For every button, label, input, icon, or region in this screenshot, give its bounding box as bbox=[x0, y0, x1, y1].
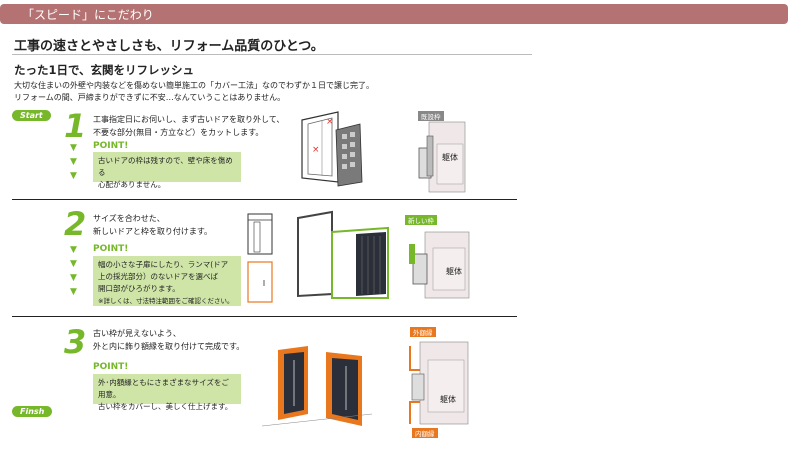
structure-label: 躯体 bbox=[440, 395, 456, 404]
door-removal-illustration: × × bbox=[301, 111, 363, 187]
intro-line-2: リフォームの間、戸締まりができずに不安…なんていうことはありません。 bbox=[14, 93, 286, 102]
step-1-number: 1 bbox=[64, 107, 87, 145]
step-3-text: 古い枠が見えないよう、 外と内に飾り額縁を取り付けて完成です。 bbox=[93, 329, 245, 351]
arrow-icon: ▼ bbox=[70, 245, 77, 255]
section-view-trim bbox=[409, 341, 469, 425]
step-2-point-label: POINT! bbox=[93, 244, 129, 254]
svg-text:×: × bbox=[326, 117, 334, 127]
step-2-text: サイズを合わせた、 新しいドアと枠を取り付けます。 bbox=[93, 214, 213, 236]
new-frame-tag: 新しい枠 bbox=[405, 215, 437, 225]
step-3-number: 3 bbox=[64, 323, 87, 361]
intro-line-1: 大切な住まいの外壁や内装などを傷めない簡単施工の「カバー工法」なのでわずか１日で… bbox=[14, 81, 374, 90]
arrow-icon: ▼ bbox=[70, 143, 77, 153]
door-elevation-comparison bbox=[247, 213, 273, 303]
step-2-point-box: 幅の小さな子扉にしたり、ランマ(ドア 上の採光部分）のないドアを選べば 開口部が… bbox=[93, 256, 241, 306]
subhead: たった1日で、玄関をリフレッシュ bbox=[14, 63, 195, 77]
step-divider bbox=[12, 316, 517, 317]
section-title: 「スピード」にこだわり bbox=[22, 8, 154, 22]
step-1-text: 工事指定日にお伺いし、まず古いドアを取り外して、 不要な部分(無目・方立など）を… bbox=[93, 115, 285, 137]
step-3-point-box: 外･内額縁ともにさまざまなサイズをご用意。 古い枠をカバーし、美しく仕上げます。 bbox=[93, 374, 241, 411]
inner-trim-tag: 内額縁 bbox=[412, 428, 438, 438]
arrow-icon: ▼ bbox=[70, 171, 77, 181]
section-header-bar: 「スピード」にこだわり bbox=[0, 4, 788, 24]
section-view-existing-frame bbox=[418, 121, 466, 193]
structure-label: 躯体 bbox=[442, 153, 458, 162]
start-badge: Start bbox=[12, 110, 51, 121]
step-1-point-label: POINT! bbox=[93, 141, 129, 151]
step-2-number: 2 bbox=[64, 205, 87, 243]
existing-frame-tag: 既設枠 bbox=[418, 111, 444, 121]
finished-door-illustration bbox=[261, 346, 373, 427]
svg-text:×: × bbox=[312, 145, 320, 155]
headline: 工事の速さとやさしさも、リフォーム品質のひとつ。 bbox=[14, 39, 324, 54]
step-1-point-box: 古いドアの枠は残すので、壁や床を傷める 心配がありません。 bbox=[93, 152, 241, 189]
arrow-icon: ▼ bbox=[70, 287, 77, 297]
step-divider bbox=[12, 199, 517, 200]
arrow-icon: ▼ bbox=[70, 273, 77, 283]
headline-rule bbox=[12, 54, 532, 55]
finish-badge: Finsh bbox=[12, 406, 53, 417]
arrow-icon: ▼ bbox=[70, 259, 77, 269]
structure-label: 躯体 bbox=[446, 267, 462, 276]
new-door-installation-illustration bbox=[297, 210, 389, 299]
step-3-point-label: POINT! bbox=[93, 362, 129, 372]
outer-trim-tag: 外額縁 bbox=[410, 327, 436, 337]
arrow-icon: ▼ bbox=[70, 157, 77, 167]
section-view-new-frame bbox=[409, 231, 470, 299]
